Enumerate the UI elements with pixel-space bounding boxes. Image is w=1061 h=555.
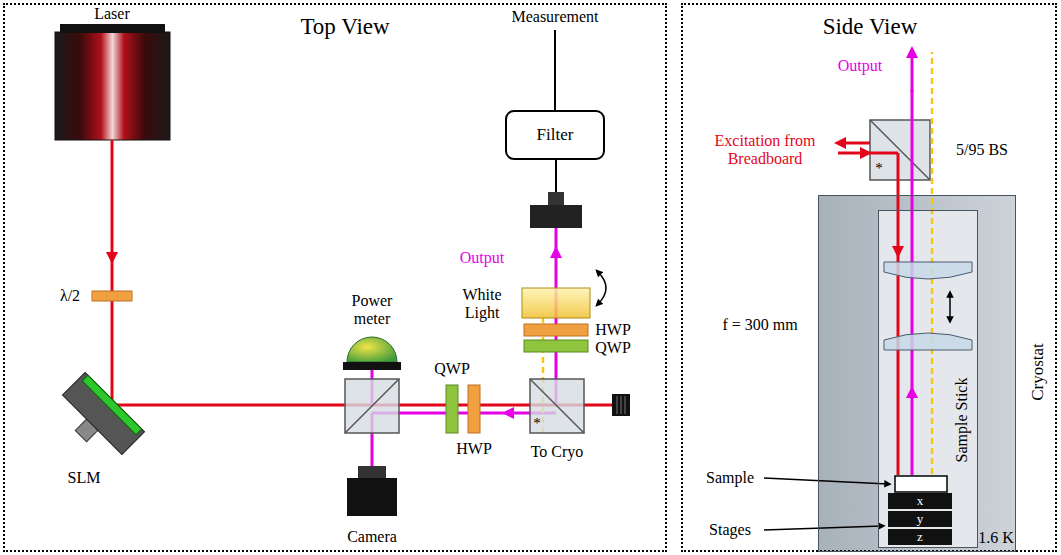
half-wave-plate <box>92 291 132 301</box>
beam-name: Output <box>838 57 882 75</box>
leader-line <box>764 478 888 484</box>
lens <box>884 333 972 350</box>
white-light-source <box>522 288 590 318</box>
part-name: To Cryo <box>531 443 584 461</box>
part-name: λ/2 <box>60 287 80 305</box>
signal-beam <box>911 52 914 92</box>
node-label: Top View <box>300 14 389 40</box>
signal-beam <box>911 392 914 475</box>
stage-box: z <box>888 529 952 545</box>
slm-symbol <box>51 372 144 465</box>
beam-name: Excitation from Breadboard <box>701 132 829 169</box>
fiber <box>555 160 557 192</box>
stage-box: x <box>888 493 952 509</box>
part-name: Laser <box>94 5 130 23</box>
cryostat-fill <box>818 195 1016 552</box>
part-name: Measurement <box>511 8 598 26</box>
marker-star: * <box>875 160 883 177</box>
half-wave-plate <box>468 385 480 433</box>
flip-arrow <box>598 272 606 304</box>
sample-stick: Sample Stick xyz <box>878 210 978 548</box>
part-name: Sample <box>706 469 754 487</box>
node-label: Side View <box>823 14 918 40</box>
laser-top <box>60 24 165 33</box>
filter-box: Filter <box>505 110 605 160</box>
beam-dump-fins <box>617 396 625 414</box>
node-label: Cryostat <box>1028 343 1048 401</box>
laser-beam <box>111 256 114 405</box>
beam-splitter-face <box>870 120 930 180</box>
laser-beam <box>840 142 870 145</box>
part-name: QWP <box>434 360 470 378</box>
stage-box: y <box>888 511 952 527</box>
laser-beam <box>866 152 898 155</box>
fiber-coupler <box>530 205 582 228</box>
beam-dump <box>612 394 630 416</box>
beam-splitter <box>870 120 930 180</box>
laser-beam <box>897 250 900 475</box>
part-name: HWP <box>456 440 492 458</box>
part-name: HWP <box>595 321 631 339</box>
laser-body <box>55 32 170 140</box>
beam-splitter <box>345 379 399 433</box>
part-name: Power meter <box>337 292 407 329</box>
sample-stick-fill <box>878 210 978 548</box>
quarter-wave-plate <box>446 385 458 433</box>
focus-arrow <box>949 294 951 320</box>
signal-beam <box>555 228 558 254</box>
beam-name: Output <box>460 249 504 267</box>
marker-star: * <box>533 415 541 432</box>
part-name: SLM <box>68 469 101 487</box>
laser-beam <box>111 140 114 258</box>
half-wave-plate <box>524 324 588 336</box>
part-name: Stages <box>709 521 751 539</box>
part-name: Camera <box>347 528 397 546</box>
node-label: Sample Stick <box>953 378 971 463</box>
part-name: White Light <box>454 286 510 323</box>
camera-lens <box>358 466 386 478</box>
beam-splitter-face <box>530 379 584 433</box>
camera-body <box>347 478 397 516</box>
power-meter-base <box>343 362 401 370</box>
laser-beam <box>838 152 866 155</box>
cryostat: CryostatSample Stickxyz <box>818 195 1016 552</box>
sample <box>895 476 947 492</box>
node-label: z <box>917 530 923 545</box>
view-panel: Top ViewFilter <box>3 3 667 552</box>
power-meter-symbol <box>347 337 397 362</box>
part-name: QWP <box>595 339 631 357</box>
node-label: x <box>917 494 924 509</box>
dimension: f = 300 mm <box>722 316 797 334</box>
beam-splitter <box>530 379 584 433</box>
lens <box>884 262 972 279</box>
part-name: 5/95 BS <box>956 141 1008 159</box>
quarter-wave-plate <box>524 340 588 352</box>
node-label: y <box>917 512 924 527</box>
fiber-coupler <box>548 192 564 205</box>
beam-splitter-face <box>345 379 399 433</box>
leader-line <box>764 526 882 530</box>
part-name: 1.6 K <box>978 529 1014 547</box>
fiber <box>554 30 556 110</box>
laser-beam <box>897 153 900 252</box>
node-label: Filter <box>537 125 574 145</box>
